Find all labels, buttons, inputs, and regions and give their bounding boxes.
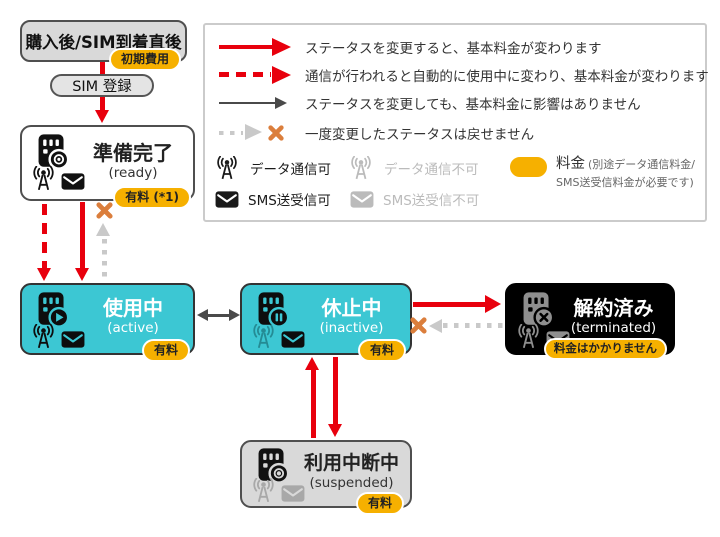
legend-text: データ通信可: [250, 162, 331, 178]
arrow-active-inactive-right-head: [229, 308, 240, 321]
sim-active-icon: [33, 291, 70, 328]
antenna-icon: [29, 166, 58, 191]
sim-inactive-icon: [253, 291, 290, 328]
antenna-off-icon: [514, 324, 543, 349]
arrow-active-inactive-left-head: [197, 308, 208, 321]
state-subtitle: (ready): [108, 165, 158, 181]
fee-note-line2: SMS送受信料金が必要です): [556, 176, 694, 190]
gray-dotted-x-arrow-icon: [217, 123, 293, 143]
state-title: 解約済み: [573, 296, 654, 320]
legend-sms-ng: SMS送受信不可: [350, 189, 479, 209]
state-title: 使用中: [103, 296, 163, 320]
legend-data-ok: データ通信可: [213, 156, 331, 180]
arrow-ready-active-line: [80, 202, 85, 268]
state-text: 準備完了 (ready): [78, 142, 188, 182]
badge-free-terminated: 料金はかかりません: [543, 338, 667, 360]
blocked-x-icon: [95, 201, 114, 220]
legend-row-blocked: 一度変更したステータスは戻せません: [217, 122, 534, 143]
pill-sim-register: SIM 登録: [50, 74, 154, 97]
badge-initial-fee: 初期費用: [108, 47, 181, 71]
arrow-ready-active-auto-head: [37, 268, 51, 281]
arrow-suspended-inactive-line: [311, 369, 316, 438]
antenna-off-icon: [249, 478, 278, 503]
state-text: 解約済み (terminated): [559, 297, 668, 337]
arrow-inactive-terminated-head: [485, 295, 501, 313]
arrow-ready-active-head: [75, 268, 89, 281]
node-terminated: 解約済み (terminated) 料金はかかりません: [505, 283, 675, 360]
arrow-inactive-terminated-line: [413, 302, 487, 307]
badge-paid-ready: 有料 (*1): [113, 185, 191, 209]
red-dashed-arrow-icon: [217, 65, 293, 85]
node-ready: 準備完了 (ready) 有料 (*1): [20, 125, 195, 209]
legend-text: データ通信不可: [384, 162, 479, 178]
mail-off-icon: [350, 191, 374, 208]
legend-fee-note: 料金(別途データ通信料金/ SMS送受信料金が必要です): [556, 154, 708, 191]
legend-text: SMS送受信不可: [383, 193, 480, 209]
node-suspended: 利用中断中 (suspended) 有料: [240, 440, 412, 515]
blocked-x-icon: [267, 124, 285, 142]
legend-data-ng: データ通信不可: [347, 156, 479, 180]
legend-text: 通信が行われると自動的に使用中に変わり、基本料金が変わります: [305, 68, 709, 85]
state-subtitle: (inactive): [319, 320, 384, 336]
legend-text: 一度変更したステータスは戻せません: [305, 126, 535, 143]
red-solid-arrow-icon: [217, 37, 293, 57]
arrow-ready-active-auto-line: [42, 204, 47, 268]
fee-badge-sample: [508, 155, 549, 179]
arrow-active-ready-blocked-line: [102, 239, 107, 281]
arrow-terminated-inactive-blocked-line: [443, 323, 504, 328]
sim-terminated-icon: [518, 291, 555, 328]
badge-paid-inactive: 有料: [357, 338, 406, 362]
state-subtitle: (active): [107, 320, 159, 336]
state-title: 準備完了: [93, 141, 173, 165]
arrow-inactive-suspended-line: [333, 357, 338, 425]
arrow-active-ready-blocked-head: [96, 223, 110, 236]
state-text: 休止中 (inactive): [298, 297, 405, 337]
arrow-register-head: [95, 110, 109, 123]
sim-register-label: SIM 登録: [72, 79, 132, 95]
node-purchase: 購入後/SIM到着直後 初期費用: [20, 20, 187, 71]
arrow-terminated-inactive-blocked-head: [429, 318, 442, 333]
fee-note-line1: (別途データ通信料金/: [588, 158, 695, 171]
legend-panel: ステータスを変更すると、基本料金が変わります 通信が行われると自動的に使用中に変…: [203, 23, 709, 222]
badge-paid-active: 有料: [141, 338, 190, 362]
node-active: 使用中 (active) 有料: [20, 283, 195, 362]
legend-text: ステータスを変更しても、基本料金に影響はありません: [305, 96, 641, 113]
gray-arrow-icon: [217, 93, 293, 113]
sim-suspended-icon: [253, 447, 290, 484]
state-text: 使用中 (active): [78, 297, 188, 337]
blocked-x-icon: [409, 316, 428, 335]
legend-sms-ok: SMS送受信可: [215, 189, 331, 209]
fee-label: 料金: [556, 156, 585, 172]
legend-row-gray-solid: ステータスを変更しても、基本料金に影響はありません: [217, 92, 641, 113]
arrow-inactive-suspended-head: [328, 424, 342, 437]
legend-row-red-dashed: 通信が行われると自動的に使用中に変わり、基本料金が変わります: [217, 64, 709, 85]
arrow-active-inactive-line: [207, 313, 229, 317]
antenna-on-icon: [213, 156, 241, 180]
antenna-off-icon: [249, 324, 278, 349]
antenna-off-icon: [347, 156, 375, 180]
legend-text: SMS送受信可: [248, 193, 331, 209]
mail-on-icon: [215, 191, 239, 208]
antenna-icon: [29, 324, 58, 349]
state-subtitle: (suspended): [309, 474, 394, 491]
state-title: 利用中断中: [303, 452, 399, 474]
state-text: 利用中断中 (suspended): [298, 452, 405, 491]
state-subtitle: (terminated): [570, 320, 657, 336]
node-inactive: 休止中 (inactive) 有料: [240, 283, 412, 362]
legend-row-red-solid: ステータスを変更すると、基本料金が変わります: [217, 36, 601, 57]
state-title: 休止中: [321, 296, 382, 320]
arrow-suspended-inactive-head: [305, 357, 319, 370]
sim-ready-icon: [33, 133, 70, 170]
legend-text: ステータスを変更すると、基本料金が変わります: [305, 40, 602, 57]
badge-paid-suspended: 有料: [355, 491, 404, 515]
